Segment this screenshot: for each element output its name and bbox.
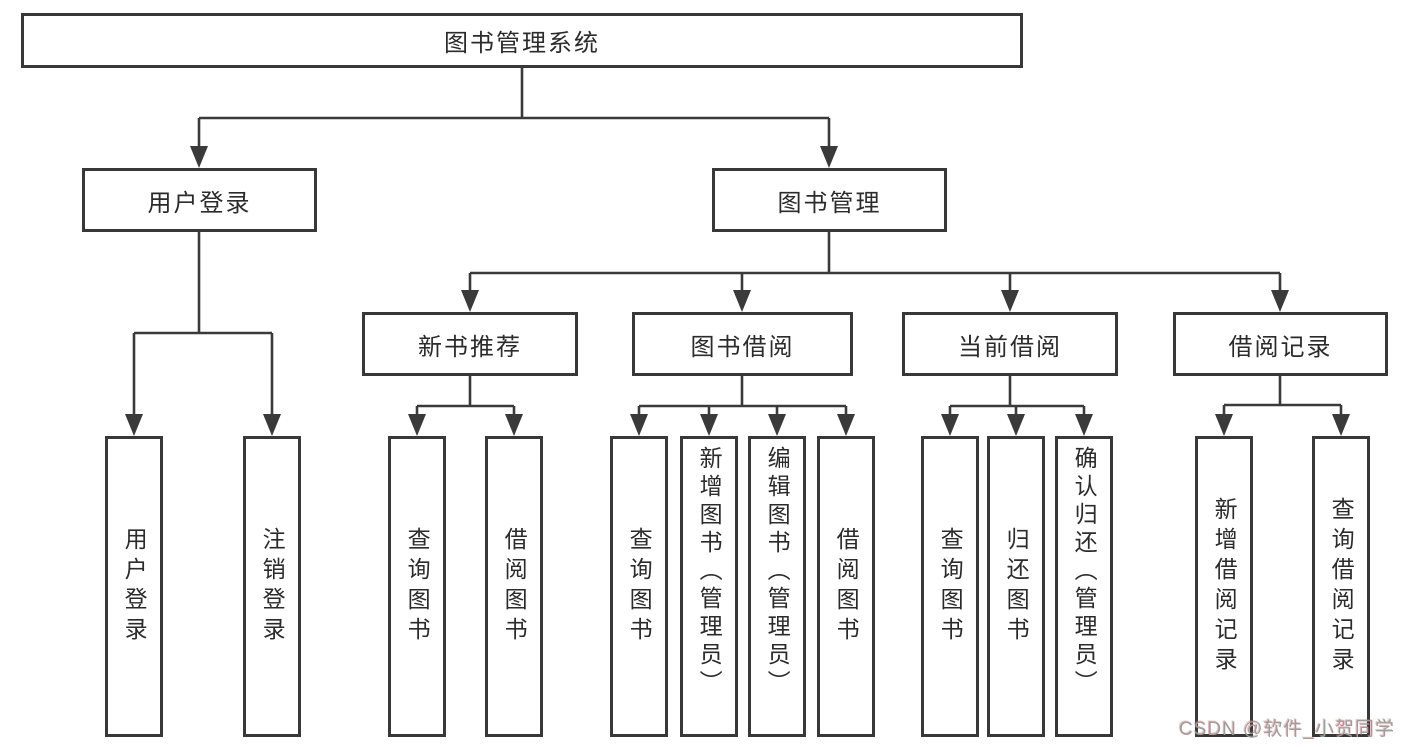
leaf-confirm-return-admin: 确认归还（管理员） <box>1055 436 1113 737</box>
node-label: 借阅记录 <box>1228 333 1333 361</box>
leaf-label: 用户登录 <box>121 526 148 647</box>
node-label: 图书借阅 <box>690 333 795 361</box>
leaf-label: 查询借阅记录 <box>1328 496 1355 677</box>
leaf-label: 确认归还（管理员） <box>1071 446 1098 698</box>
leaf-add-borrow-record: 新增借阅记录 <box>1195 436 1253 737</box>
leaf-return-book: 归还图书 <box>987 436 1045 737</box>
leaf-add-book-admin: 新增图书（管理员） <box>680 436 738 737</box>
leaf-query-books-recommend: 查询图书 <box>388 436 446 737</box>
node-borrowing-records: 借阅记录 <box>1173 312 1388 376</box>
node-current-borrowing: 当前借阅 <box>902 312 1118 376</box>
node-new-book-recommend: 新书推荐 <box>362 312 578 376</box>
node-root-library-management-system: 图书管理系统 <box>21 13 1023 68</box>
leaf-query-books-borrowing: 查询图书 <box>610 436 668 737</box>
leaf-borrow-book: 借阅图书 <box>817 436 875 737</box>
leaf-user-login: 用户登录 <box>105 436 163 737</box>
leaf-label: 注销登录 <box>259 526 286 647</box>
node-label: 图书管理 <box>777 189 882 217</box>
leaf-query-borrow-record: 查询借阅记录 <box>1312 436 1370 737</box>
node-label: 图书管理系统 <box>444 30 600 57</box>
leaf-label: 查询图书 <box>404 526 431 647</box>
node-label: 新书推荐 <box>418 333 522 361</box>
node-book-borrowing: 图书借阅 <box>632 312 853 376</box>
leaf-label: 查询图书 <box>626 526 653 647</box>
node-label: 当前借阅 <box>958 333 1062 361</box>
leaf-label: 归还图书 <box>1003 526 1030 647</box>
node-user-login: 用户登录 <box>82 168 317 232</box>
leaf-borrow-book-recommend: 借阅图书 <box>485 436 543 737</box>
leaf-label: 编辑图书（管理员） <box>764 446 791 698</box>
leaf-label: 新增借阅记录 <box>1211 496 1238 677</box>
csdn-watermark: CSDN @软件_小贺同学 <box>1179 719 1395 740</box>
leaf-label: 查询图书 <box>937 526 964 647</box>
leaf-edit-book-admin: 编辑图书（管理员） <box>748 436 806 737</box>
leaf-label: 借阅图书 <box>501 526 528 647</box>
node-label: 用户登录 <box>147 189 252 217</box>
leaf-label: 借阅图书 <box>833 526 860 647</box>
leaf-logout: 注销登录 <box>243 436 301 737</box>
leaf-label: 新增图书（管理员） <box>696 446 723 698</box>
leaf-query-books-current: 查询图书 <box>921 436 979 737</box>
node-book-management: 图书管理 <box>712 168 947 232</box>
